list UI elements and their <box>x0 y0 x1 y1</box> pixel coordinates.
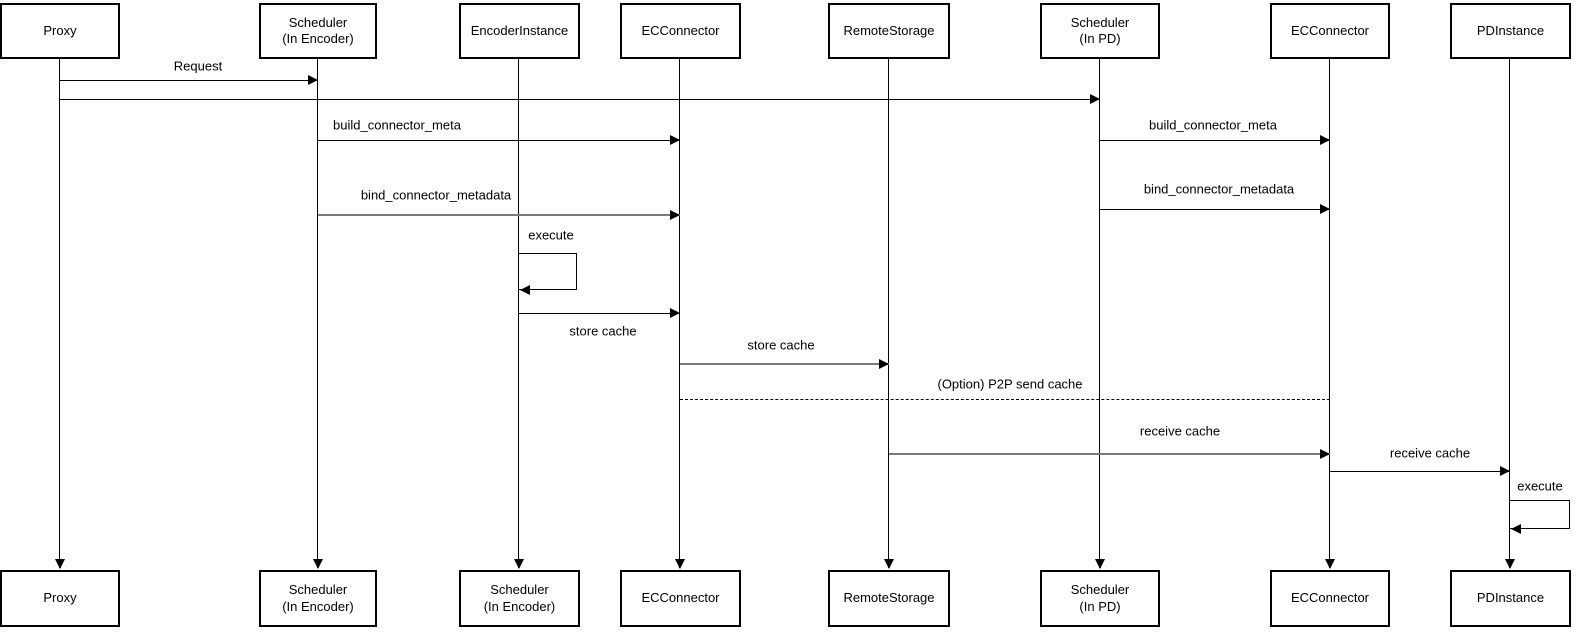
lifeline-end-arrow <box>55 559 65 569</box>
participant-top-ecconnector-pd: ECConnector <box>1270 3 1390 59</box>
participant-label: PDInstance <box>1476 22 1545 38</box>
lifeline-end-arrow <box>884 559 894 569</box>
participant-label: Scheduler <box>1070 14 1130 30</box>
participant-bottom-scheduler-encoder-2: Scheduler (In Encoder) <box>459 570 580 627</box>
arrowhead-icon <box>1090 94 1100 104</box>
participant-label: (In Encoder) <box>483 598 556 614</box>
participant-label: RemoteStorage <box>843 590 935 606</box>
participant-label: PDInstance <box>1476 590 1545 606</box>
message-arrow-store-cache-1 <box>519 313 680 314</box>
participant-label: ECConnector <box>1290 590 1370 606</box>
lifeline-end-arrow <box>1095 559 1105 569</box>
arrowhead-icon <box>1511 524 1521 534</box>
lifeline-end-arrow <box>313 559 323 569</box>
arrowhead-icon <box>1320 204 1330 214</box>
message-arrow-request <box>60 80 318 81</box>
message-arrow-bind-connector-metadata-right <box>1100 209 1330 210</box>
participant-label: RemoteStorage <box>843 22 935 38</box>
lifeline-end-arrow <box>1505 559 1515 569</box>
message-label-build-connector-meta-right: build_connector_meta <box>1149 117 1277 133</box>
participant-top-encoderinstance: EncoderInstance <box>459 3 580 59</box>
participant-label: ECConnector <box>641 22 720 38</box>
message-line-p2p-send-cache <box>680 399 1330 400</box>
arrowhead-icon <box>670 135 680 145</box>
participant-bottom-ecconnector: ECConnector <box>620 570 741 627</box>
participant-top-remotestorage: RemoteStorage <box>828 3 950 59</box>
participant-label: Scheduler <box>288 14 348 30</box>
message-label-execute-encoder: execute <box>528 227 574 243</box>
message-label-receive-cache-1: receive cache <box>1139 423 1221 439</box>
participant-label: Scheduler <box>490 582 549 598</box>
participant-label: (In PD) <box>1079 31 1121 46</box>
message-label-request: Request <box>173 58 223 74</box>
participant-top-ecconnector: ECConnector <box>620 3 741 59</box>
participant-bottom-scheduler-pd: Scheduler (In PD) <box>1040 570 1160 627</box>
participant-label: (In PD) <box>1079 598 1121 614</box>
participant-label: (In Encoder) <box>282 598 354 614</box>
message-label-p2p-send-cache: (Option) P2P send cache <box>937 376 1083 392</box>
participant-top-scheduler-pd: Scheduler (In PD) <box>1040 3 1160 59</box>
message-arrow-bind-connector-metadata-left <box>318 214 680 216</box>
lifeline-proxy <box>59 59 60 568</box>
participant-bottom-proxy: Proxy <box>0 570 120 627</box>
participant-bottom-pdinstance: PDInstance <box>1450 570 1571 627</box>
arrowhead-icon <box>308 75 318 85</box>
participant-label: EncoderInstance <box>470 22 569 38</box>
participant-bottom-scheduler-encoder: Scheduler (In Encoder) <box>259 570 377 627</box>
message-arrow-store-cache-2 <box>680 363 889 365</box>
lifeline-ecconnector-pd <box>1329 59 1330 568</box>
participant-label: Proxy <box>43 590 77 606</box>
message-label-execute-pd: execute <box>1517 478 1563 494</box>
participant-bottom-ecconnector-pd: ECConnector <box>1270 570 1390 627</box>
participant-top-pdinstance: PDInstance <box>1450 3 1571 59</box>
message-label-store-cache-1: store cache <box>569 323 637 339</box>
message-arrow-unlabeled <box>60 99 1100 100</box>
message-arrow-build-connector-meta-left <box>318 140 680 141</box>
arrowhead-icon <box>879 359 889 369</box>
message-label-store-cache-2: store cache <box>747 337 815 353</box>
arrowhead-icon <box>1320 449 1330 459</box>
participant-top-proxy: Proxy <box>0 3 120 59</box>
participant-label: ECConnector <box>641 590 720 606</box>
participant-label: Scheduler <box>1070 582 1130 598</box>
message-label-bind-connector-metadata-right: bind_connector_metadata <box>1143 181 1295 197</box>
message-self-loop-execute-pd <box>1510 500 1570 529</box>
participant-label: Proxy <box>43 22 77 38</box>
message-label-bind-connector-metadata-left: bind_connector_metadata <box>360 187 512 203</box>
message-arrow-receive-cache-1 <box>889 453 1330 455</box>
lifeline-scheduler-pd <box>1099 59 1100 568</box>
participant-bottom-remotestorage: RemoteStorage <box>828 570 950 627</box>
arrowhead-icon <box>670 210 680 220</box>
lifeline-scheduler-encoder <box>317 59 318 568</box>
message-label-receive-cache-2: receive cache <box>1389 445 1471 461</box>
lifeline-end-arrow <box>514 559 524 569</box>
participant-top-scheduler-encoder: Scheduler (In Encoder) <box>259 3 377 59</box>
participant-label: Scheduler <box>288 582 348 598</box>
lifeline-end-arrow <box>675 559 685 569</box>
message-self-loop-execute-encoder <box>519 253 577 290</box>
lifeline-pdinstance <box>1509 59 1510 568</box>
arrowhead-icon <box>1320 135 1330 145</box>
arrowhead-icon <box>520 285 530 295</box>
arrowhead-icon <box>1500 466 1510 476</box>
lifeline-encoderinstance <box>518 59 519 568</box>
message-arrow-build-connector-meta-right <box>1100 140 1330 141</box>
participant-label: ECConnector <box>1290 22 1370 38</box>
arrowhead-icon <box>670 308 680 318</box>
participant-label: (In Encoder) <box>282 31 354 46</box>
message-arrow-receive-cache-2 <box>1330 471 1510 472</box>
lifeline-end-arrow <box>1325 559 1335 569</box>
message-label-build-connector-meta-left: build_connector_meta <box>333 117 461 133</box>
lifeline-remotestorage <box>888 59 889 568</box>
